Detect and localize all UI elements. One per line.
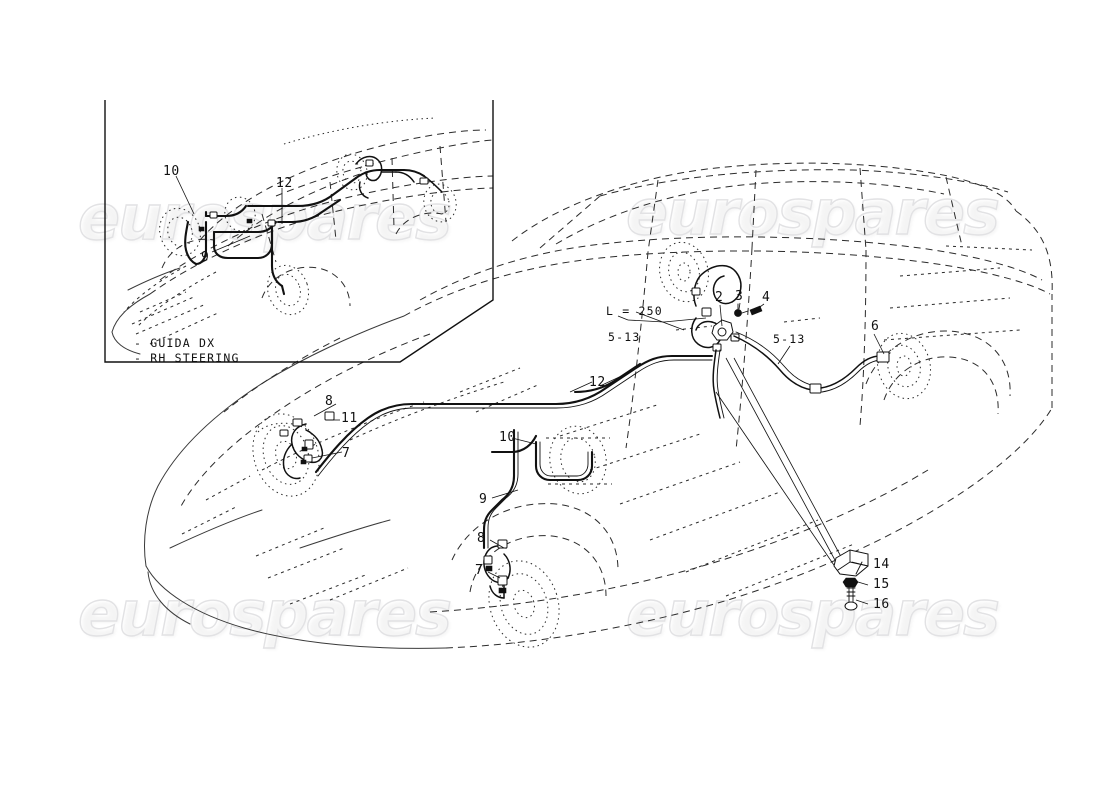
main-callout-8-front-left: 8 <box>325 394 334 409</box>
main-callout-4: 4 <box>762 290 771 305</box>
inset-callout-9: 9 <box>201 250 210 265</box>
front-left-hose-assembly <box>279 411 335 480</box>
main-callout-2: 2 <box>715 290 724 305</box>
dimension-note-L250: L = 250 <box>606 304 663 318</box>
inset-steering-note-en: - RH STEERING <box>134 351 240 365</box>
main-callout-10: 10 <box>499 430 516 445</box>
inset-callout-10: 10 <box>163 164 180 179</box>
main-callout-15: 15 <box>873 577 890 592</box>
main-callout-7-front-right: 7 <box>475 563 484 578</box>
hose-code-right-5-13: 5-13 <box>773 332 806 346</box>
main-callout-3: 3 <box>735 289 744 304</box>
bracket-leader-lines <box>715 357 847 575</box>
bracket-hardware-detail <box>833 549 869 611</box>
main-rear-axle-hub <box>546 425 612 495</box>
main-callout-14: 14 <box>873 557 890 572</box>
main-callout-7-front-left: 7 <box>342 446 351 461</box>
main-front-right-brake-disc <box>488 560 560 648</box>
brake-line-10-rear <box>490 434 594 482</box>
main-callout-11: 11 <box>341 411 358 426</box>
main-callout-12: 12 <box>589 375 606 390</box>
main-callout-8-front-right: 8 <box>477 531 486 546</box>
brake-line-9-drop <box>482 428 519 550</box>
main-car-body <box>144 162 1053 649</box>
main-callout-9: 9 <box>479 492 488 507</box>
main-rear-right-brake-disc <box>876 332 932 400</box>
hose-code-left-5-13: 5-13 <box>608 330 641 344</box>
main-callout-leaders <box>311 302 885 605</box>
inset-steering-note-it: - GUIDA DX <box>134 336 216 350</box>
main-front-left-brake-disc <box>252 413 320 497</box>
front-right-hose-assembly <box>483 539 511 599</box>
main-callout-16: 16 <box>873 597 890 612</box>
inset-callout-12: 12 <box>276 176 293 191</box>
main-callout-6: 6 <box>871 319 880 334</box>
rear-brake-junction-assembly <box>573 264 890 419</box>
brake-line-12-main <box>314 354 714 477</box>
inset-contents <box>111 117 493 355</box>
inset-frame <box>104 100 494 363</box>
